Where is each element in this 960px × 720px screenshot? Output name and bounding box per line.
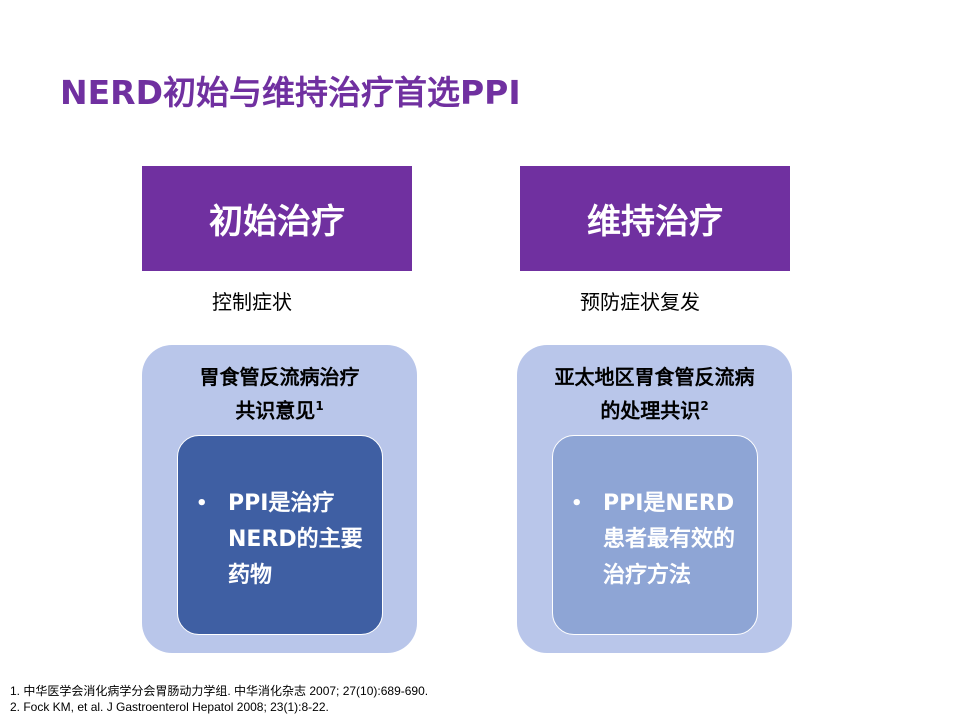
references: 1. 中华医学会消化病学分会胃肠动力学组. 中华消化杂志 2007; 27(10… xyxy=(10,683,428,715)
consensus-panel-initial: 胃食管反流病治疗 共识意见1 • PPI是治疗NERD的主要药物 xyxy=(142,345,417,653)
bullet-text: PPI是NERD患者最有效的治疗方法 xyxy=(603,491,736,588)
consensus-panel-maintenance: 亚太地区胃食管反流病 的处理共识2 • PPI是NERD患者最有效的治疗方法 xyxy=(517,345,792,653)
bullet-item: • PPI是治疗NERD的主要药物 xyxy=(196,486,368,594)
panel-title-line1: 胃食管反流病治疗 xyxy=(199,365,360,389)
panel-title: 胃食管反流病治疗 共识意见1 xyxy=(142,363,417,426)
panel-title-line2: 共识意见 xyxy=(235,398,316,423)
reference-marker: 1 xyxy=(315,399,324,413)
initial-treatment-header: 初始治疗 xyxy=(142,166,412,271)
panel-title-line2: 的处理共识 xyxy=(600,398,701,423)
reference-marker: 2 xyxy=(700,399,709,413)
bullet-icon: • xyxy=(196,493,208,514)
panel-title: 亚太地区胃食管反流病 的处理共识2 xyxy=(517,363,792,426)
maintenance-treatment-header: 维持治疗 xyxy=(520,166,790,271)
panel-title-line1: 亚太地区胃食管反流病 xyxy=(554,365,755,389)
maintenance-treatment-subtitle: 预防症状复发 xyxy=(580,290,700,314)
initial-treatment-subtitle: 控制症状 xyxy=(212,290,292,314)
bullet-text: PPI是治疗NERD的主要药物 xyxy=(228,491,363,588)
slide-title: NERD初始与维持治疗首选PPI xyxy=(60,73,521,112)
reference-2: 2. Fock KM, et al. J Gastroenterol Hepat… xyxy=(10,700,329,714)
key-point-box: • PPI是NERD患者最有效的治疗方法 xyxy=(552,435,758,635)
reference-1: 1. 中华医学会消化病学分会胃肠动力学组. 中华消化杂志 2007; 27(10… xyxy=(10,684,429,698)
bullet-icon: • xyxy=(571,493,583,514)
key-point-box: • PPI是治疗NERD的主要药物 xyxy=(177,435,383,635)
bullet-item: • PPI是NERD患者最有效的治疗方法 xyxy=(571,486,743,594)
